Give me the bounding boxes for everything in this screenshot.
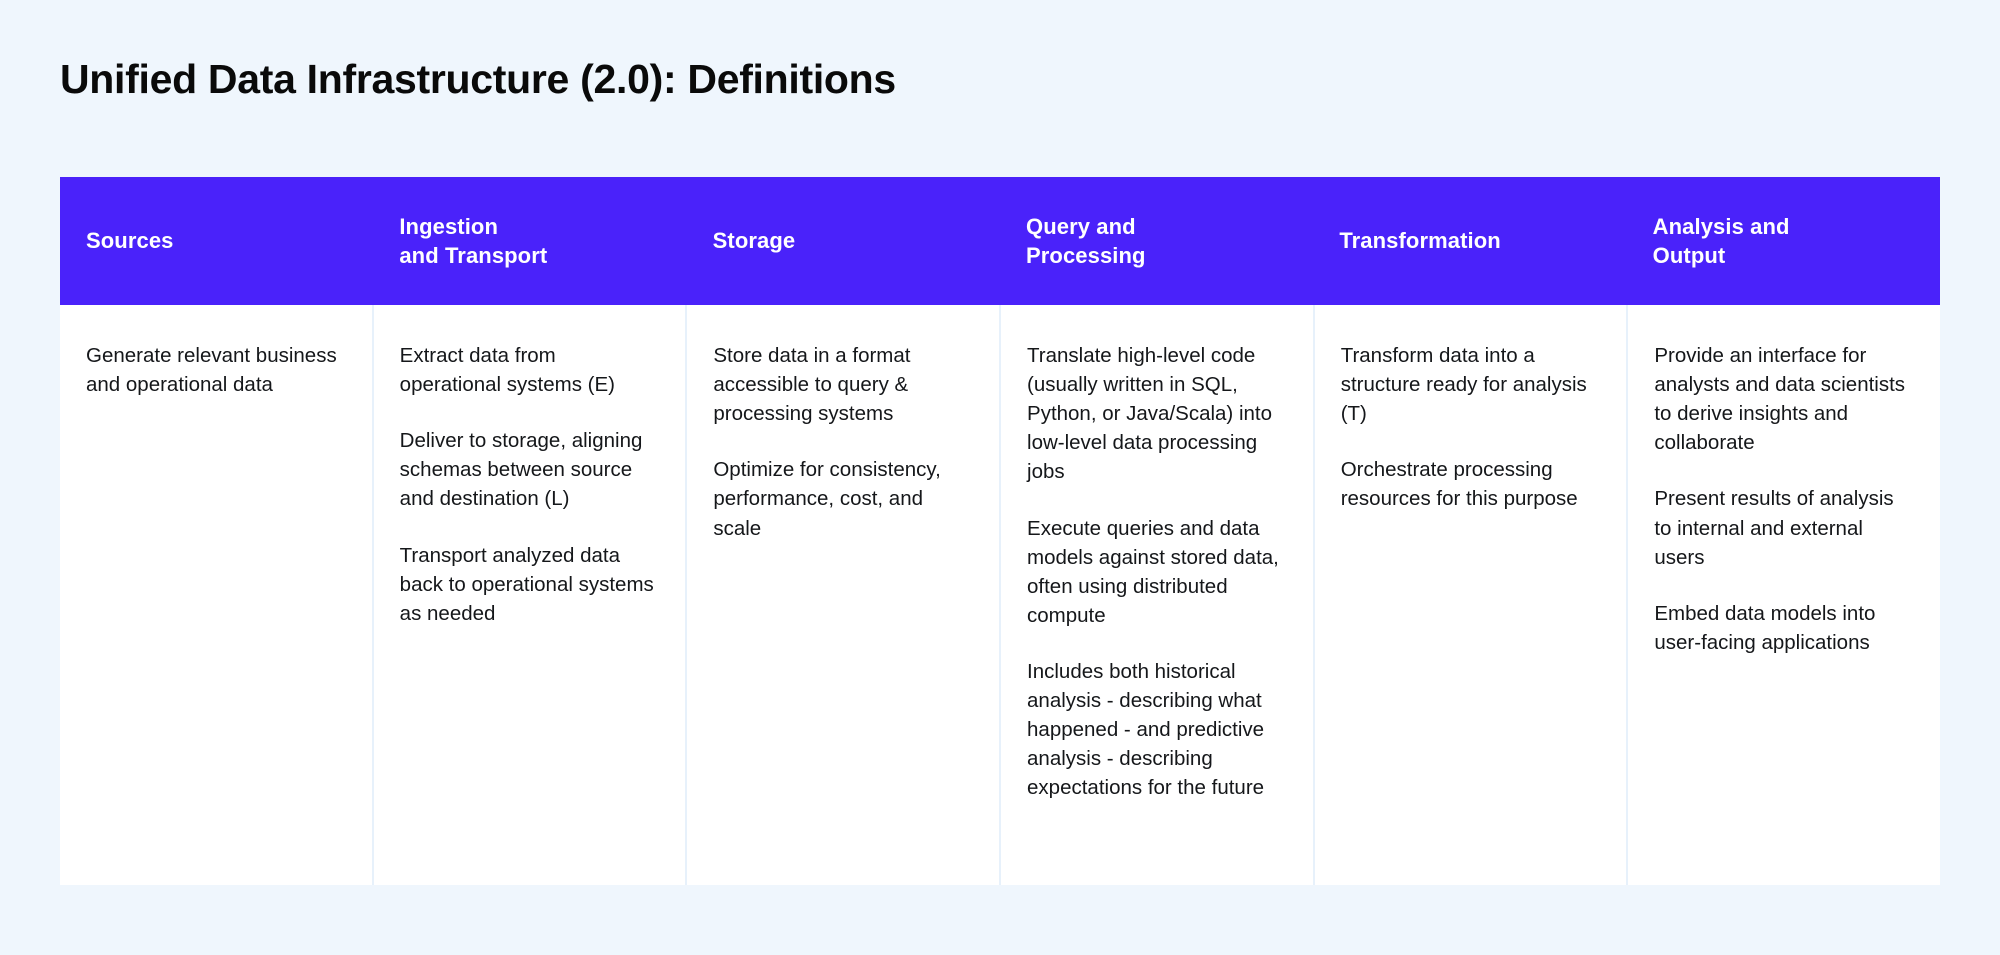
cell-paragraph: Extract data from operational systems (E… (399, 344, 616, 397)
matrix-header-row: Sources Ingestion and Transport Storage … (60, 177, 1940, 305)
definitions-matrix: Sources Ingestion and Transport Storage … (60, 177, 1941, 885)
column-body-transformation: Transform data into a structure ready fo… (1312, 305, 1627, 885)
cell-paragraph: Store data in a format accessible to que… (713, 344, 911, 426)
column-header-analysis-and-output: Analysis and Output (1627, 177, 1940, 305)
column-header-sources: Sources (60, 177, 373, 305)
column-header-storage: Storage (687, 177, 1000, 305)
cell-paragraph: Translate high-level code (usually writt… (1027, 344, 1273, 484)
column-header-label: Transformation (1339, 228, 1501, 254)
column-body-sources: Generate relevant business and operation… (60, 305, 372, 885)
column-header-ingestion-and-transport: Ingestion and Transport (373, 177, 686, 305)
cell-paragraph: Transport analyzed data back to operatio… (399, 543, 654, 625)
cell-paragraph: Includes both historical analysis - desc… (1027, 659, 1265, 800)
cell-paragraph: Deliver to storage, aligning schemas bet… (399, 429, 643, 511)
column-body-query-and-processing: Translate high-level code (usually writt… (999, 305, 1313, 885)
page-title: Unified Data Infrastructure (2.0): Defin… (60, 56, 896, 102)
column-header-query-and-processing: Query and Processing (1000, 177, 1313, 305)
column-header-label: Ingestion and Transport (399, 213, 548, 268)
column-header-label: Storage (712, 228, 796, 254)
matrix-body-row: Generate relevant business and operation… (60, 305, 1941, 885)
cell-paragraph: Provide an interface for analysts and da… (1654, 344, 1906, 455)
column-header-label: Analysis and Output (1652, 213, 1790, 268)
column-body-ingestion-and-transport: Extract data from operational systems (E… (371, 305, 686, 885)
cell-paragraph: Generate relevant business and operation… (86, 344, 337, 397)
column-header-transformation: Transformation (1313, 177, 1626, 305)
cell-paragraph: Optimize for consistency, performance, c… (713, 458, 941, 540)
column-body-analysis-and-output: Provide an interface for analysts and da… (1626, 305, 1941, 885)
column-header-label: Query and Processing (1025, 213, 1146, 268)
cell-paragraph: Execute queries and data models against … (1027, 516, 1279, 627)
cell-paragraph: Transform data into a structure ready fo… (1340, 344, 1587, 426)
column-header-label: Sources (86, 228, 174, 254)
cell-paragraph: Orchestrate processing resources for thi… (1340, 458, 1578, 511)
cell-paragraph: Present results of analysis to internal … (1654, 487, 1894, 569)
column-body-storage: Store data in a format accessible to que… (685, 305, 1000, 885)
cell-paragraph: Embed data models into user-facing appli… (1654, 601, 1876, 654)
